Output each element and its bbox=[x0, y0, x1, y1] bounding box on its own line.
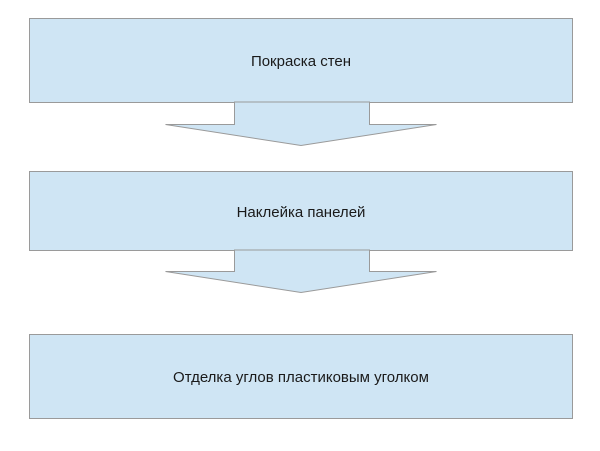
step-2: Наклейка панелей bbox=[29, 171, 573, 251]
step-3: Отделка углов пластиковым уголком bbox=[29, 334, 573, 419]
step-2-label: Наклейка панелей bbox=[237, 204, 366, 221]
step-1-label: Покраска стен bbox=[251, 53, 351, 70]
step-2-box bbox=[29, 171, 573, 251]
step-1-box bbox=[29, 18, 573, 103]
down-arrow-1 bbox=[165, 101, 437, 147]
step-1: Покраска стен bbox=[29, 18, 573, 103]
down-arrow-2 bbox=[165, 249, 437, 294]
step-3-label: Отделка углов пластиковым уголком bbox=[173, 369, 429, 386]
step-3-box bbox=[29, 334, 573, 419]
